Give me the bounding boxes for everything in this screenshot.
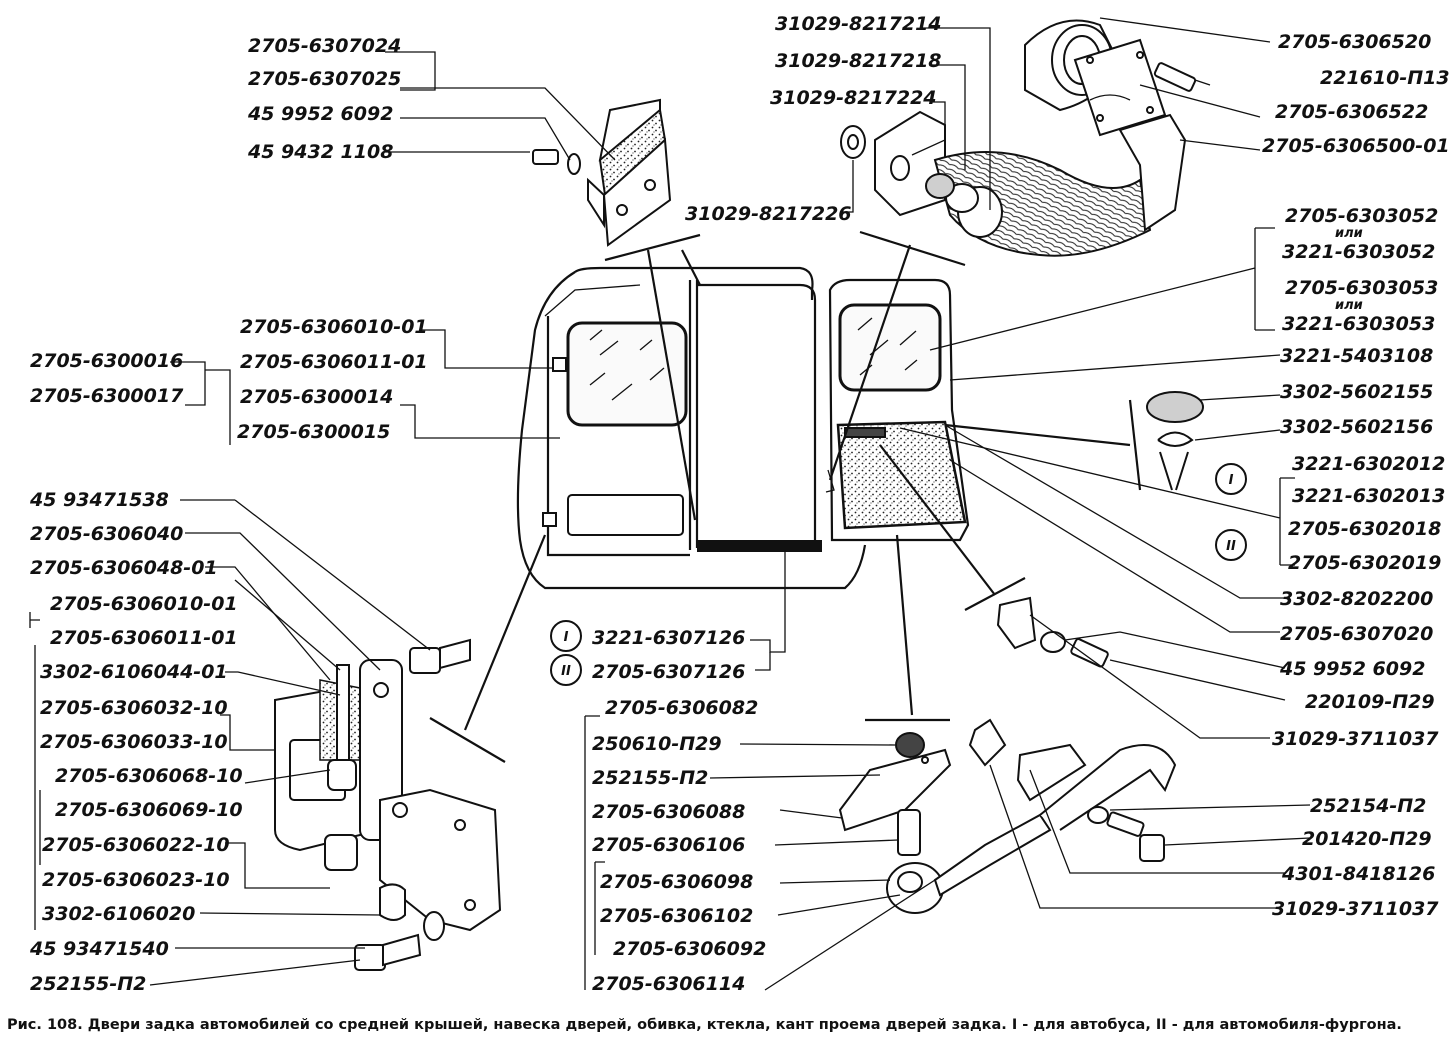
marker-II-bottom: II: [550, 654, 582, 686]
part-label: 31029-8217214: [775, 13, 942, 35]
figure-caption: Рис. 108. Двери задка автомобилей со сре…: [7, 1017, 1402, 1033]
part-label: 2705-6306082: [605, 697, 758, 719]
part-label: 2705-6300014: [240, 386, 393, 408]
part-label: 3302-5602155: [1280, 381, 1433, 403]
part-label: 2705-6306522: [1275, 101, 1428, 123]
part-label: 3221-6302012: [1292, 453, 1445, 475]
svg-text:I: I: [564, 630, 569, 645]
part-label: 2705-6306106: [592, 834, 745, 856]
part-label: 31029-3711037: [1272, 728, 1439, 750]
part-label: 45 93471540: [29, 938, 169, 960]
top-left-bracket: [532, 98, 672, 247]
part-label: 2705-6306033-10: [40, 731, 228, 753]
part-label: 3302-8202200: [1280, 588, 1433, 610]
part-label: 252155-П2: [592, 767, 708, 789]
part-label: 31029-8217218: [775, 50, 942, 72]
part-label: 2705-6306040: [30, 523, 183, 545]
part-label: 3221-6303052: [1282, 241, 1435, 263]
rear-doors-assembly: [516, 266, 970, 590]
part-label: 2705-6306520: [1278, 31, 1431, 53]
part-label: 31029-8217224: [770, 87, 937, 109]
part-label: 2705-6307020: [1280, 623, 1433, 645]
part-label: 2705-6303052: [1285, 205, 1438, 227]
right-window-glass: [838, 303, 942, 392]
left-window-glass: [566, 321, 688, 427]
part-label: 2705-6306022-10: [42, 834, 230, 856]
part-label: 3221-5403108: [1280, 345, 1433, 367]
part-label: 3302-5602156: [1280, 416, 1433, 438]
part-label: 2705-6307126: [592, 661, 745, 683]
part-label: 2705-6306500-01: [1262, 135, 1450, 157]
svg-text:II: II: [1226, 539, 1236, 554]
part-label: 31029-8217226: [685, 203, 852, 225]
part-label: 4301-8418126: [1281, 863, 1435, 885]
part-label: 2705-6306092: [613, 938, 766, 960]
part-label: 250610-П29: [592, 733, 722, 755]
part-label: 2705-6300015: [237, 421, 390, 443]
part-label: 3302-6106020: [42, 903, 195, 925]
part-label: 45 93471538: [29, 489, 169, 511]
part-label: 221610-П13: [1320, 67, 1450, 89]
part-label: 2705-6306114: [592, 973, 745, 995]
svg-text:I: I: [1229, 473, 1234, 488]
part-label: 252155-П2: [30, 973, 146, 995]
part-label: 2705-6306069-10: [55, 799, 243, 821]
part-label: или: [1335, 298, 1363, 313]
part-label: 2705-6302019: [1288, 552, 1441, 574]
part-label: 2705-6306088: [592, 801, 745, 823]
part-label: 2705-6300016: [30, 350, 183, 372]
part-label: 2705-6307025: [248, 68, 401, 90]
part-label: 2705-6306010-01: [240, 316, 428, 338]
left-handle: [567, 494, 684, 536]
part-label: 2705-6300017: [30, 385, 184, 407]
part-label: 2705-6302018: [1288, 518, 1441, 540]
door-hinge: [274, 638, 502, 971]
part-label: 2705-6306102: [600, 905, 753, 927]
part-label: 3221-6302013: [1292, 485, 1445, 507]
part-label: 2705-6306048-01: [30, 557, 218, 579]
part-label: 2705-6306098: [600, 871, 753, 893]
part-label: 2705-6306023-10: [42, 869, 230, 891]
part-label: 2705-6306011-01: [240, 351, 428, 373]
part-label: 3221-6307126: [592, 627, 745, 649]
part-labels: 2705-6307024 2705-6307025 45 9952 6092 4…: [29, 13, 1450, 995]
part-label: 45 9952 6092: [247, 103, 393, 125]
part-label: 2705-6306068-10: [55, 765, 243, 787]
part-label: 45 9432 1108: [247, 141, 393, 163]
part-label: 252154-П2: [1310, 795, 1426, 817]
part-label: 45 9952 6092: [1279, 658, 1425, 680]
part-label: 2705-6306032-10: [40, 697, 228, 719]
trim-clips: [1146, 391, 1204, 491]
section-lines: [429, 230, 1142, 763]
part-label: 2705-6307024: [248, 35, 401, 57]
part-label: или: [1335, 226, 1363, 241]
marker-I-right: I: [1215, 463, 1247, 495]
part-label: 201420-П29: [1302, 828, 1432, 850]
part-label: 2705-6306011-01: [50, 627, 238, 649]
part-label: 3221-6303053: [1282, 313, 1435, 335]
leader-lines: [29, 17, 1311, 991]
part-label: 2705-6306010-01: [50, 593, 238, 615]
part-label: 220109-П29: [1305, 691, 1435, 713]
marker-II-right: II: [1215, 529, 1247, 561]
part-label: 3302-6106044-01: [40, 661, 228, 683]
lock-rod-parts: [838, 596, 1177, 914]
svg-text:II: II: [561, 664, 571, 679]
door-check-strap: [840, 19, 1197, 257]
marker-I-bottom: I: [550, 620, 582, 652]
part-label: 2705-6303053: [1285, 277, 1438, 299]
part-label: 31029-3711037: [1272, 898, 1439, 920]
